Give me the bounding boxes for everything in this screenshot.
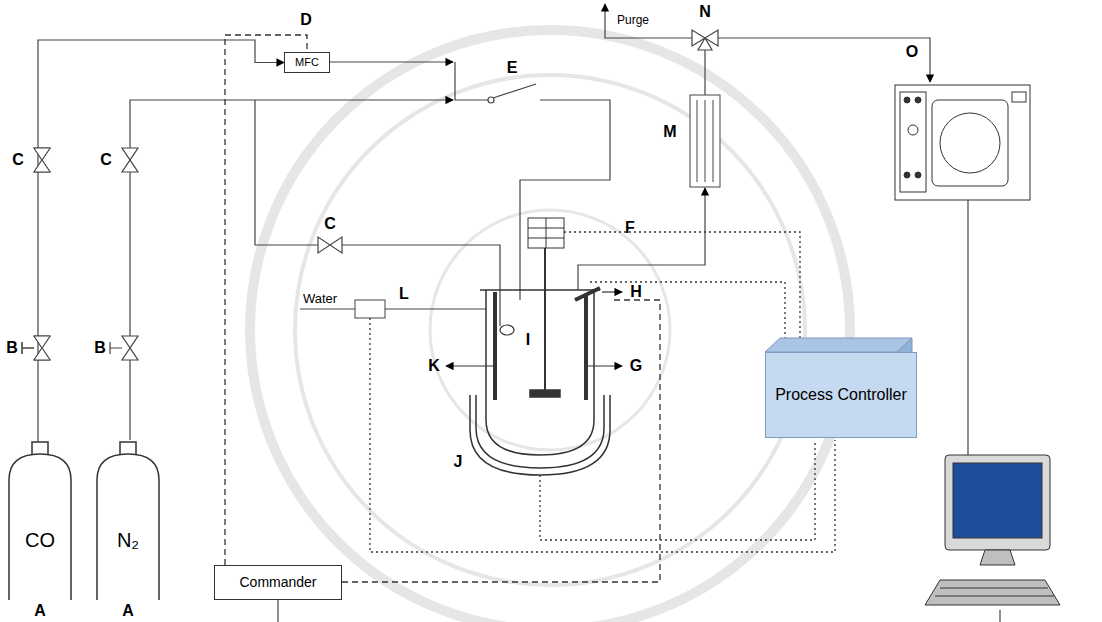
co-valves [22,148,50,360]
mfc-outlet-pipe [330,61,453,62]
sensor-signal [590,282,785,338]
gas-cylinder: CO [8,440,72,600]
commander-cable [277,600,278,622]
callout-letter: I [526,332,530,348]
condenser-outlet [704,48,705,95]
callout-letter: C [12,152,24,168]
callout-letter: B [94,340,106,356]
cylinder-outline [8,440,72,600]
condenser [690,95,720,187]
callout-letter: L [399,286,409,302]
n2-pipe [130,100,453,440]
stream-label: Water [303,292,337,305]
callout-letter: F [625,220,635,236]
callout-letter: N [699,4,711,20]
sensor-signal [564,232,800,338]
node-label: MFC [295,56,319,69]
switch-blade [493,84,536,98]
valve-c [122,148,138,172]
water-pipe [385,308,486,309]
gc-pipe [718,38,930,82]
callout-letter: J [454,454,463,470]
callout-letter: M [663,124,676,140]
node-label: Commander [239,574,316,590]
feed-pipe [520,100,610,300]
valve-c [318,237,342,253]
valve-b-handle [110,342,122,354]
data-cable [967,200,968,455]
callout-letter: K [428,358,440,374]
valve-b [22,336,50,360]
callout-letter: O [906,44,918,60]
water-inlet [300,308,355,309]
control-signal [342,300,660,582]
mass-flow-controller: MFC [284,52,330,73]
watermark-seal [250,30,850,622]
callout-letter: G [630,358,642,374]
purge-pipe [605,4,692,38]
callout-letter: H [630,284,642,300]
node-label: CO [25,529,55,552]
pointer-arrow [446,365,495,366]
water-valve [355,300,385,318]
n2-branch-pipe [255,100,500,326]
node-label: N₂ [117,529,139,552]
computer [925,455,1060,605]
callout-letter: E [507,60,518,76]
pointer-arrow [586,365,622,366]
sensor-signal [540,440,815,540]
stream-label: Purge [617,14,649,26]
exhaust-pipe [578,188,705,290]
pc-cable [999,610,1000,622]
node-label: Process Controller [775,386,907,404]
gas-chromatograph [895,85,1030,200]
process-controller: Process Controller [765,352,917,438]
reactor [470,248,610,475]
three-way-valve [692,30,718,50]
gas-cylinder: N₂ [96,440,160,600]
valve-c [34,148,50,172]
junction-pipe [455,62,488,100]
callout-letter: C [324,216,336,232]
callout-letter: B [6,340,18,356]
pointer-arrow [602,291,622,292]
callout-letter: D [300,12,312,28]
cylinder-outline [96,440,160,600]
motor [528,218,564,248]
callout-letter: C [100,152,112,168]
control-line [225,35,307,565]
valve-c [34,148,50,172]
commander-box: Commander [214,565,342,600]
callout-letter: A [34,603,46,619]
callout-letter: A [122,603,134,619]
valve-b [122,336,138,360]
gas-pipe [38,40,284,442]
